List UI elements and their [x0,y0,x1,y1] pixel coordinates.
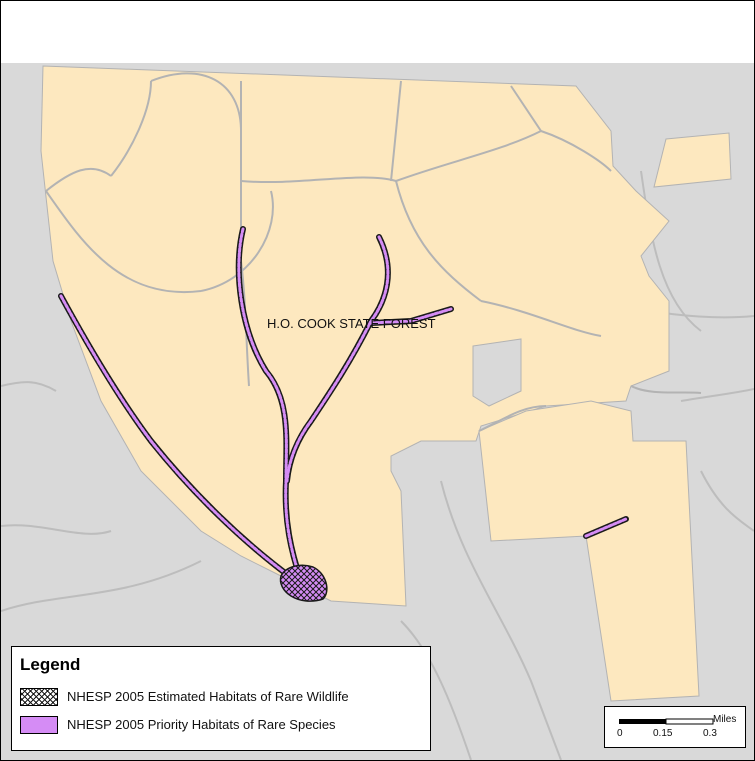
legend-panel: Legend NHESP 2005 Estimated Habitats of … [11,646,431,751]
habitat-polygon-confluence[interactable] [279,564,328,602]
forest-parcel-main[interactable] [40,65,670,607]
legend-label-estimated-habitats: NHESP 2005 Estimated Habitats of Rare Wi… [67,689,349,704]
forest-parcel-northeast[interactable] [653,132,732,188]
scale-tick-2: 0.3 [703,728,717,739]
legend-label-priority-habitats: NHESP 2005 Priority Habitats of Rare Spe… [67,717,336,732]
legend-title: Legend [20,655,81,674]
forest-roads [45,72,702,432]
forest-parcel-southeast[interactable] [478,400,700,702]
priority-swatch-icon [20,716,58,734]
scale-bar: Miles 0 0.15 0.3 [604,706,746,748]
crosshatch-swatch-icon [20,688,58,706]
scale-units: Miles [713,714,737,725]
scale-tick-0: 0 [617,728,623,739]
forest-name-label: H.O. COOK STATE FOREST [267,316,436,331]
habitat-streams[interactable] [58,226,629,584]
scale-bar-graphic [619,718,714,725]
forest-parcel-inset[interactable] [472,338,522,407]
scale-tick-1: 0.15 [653,728,673,739]
